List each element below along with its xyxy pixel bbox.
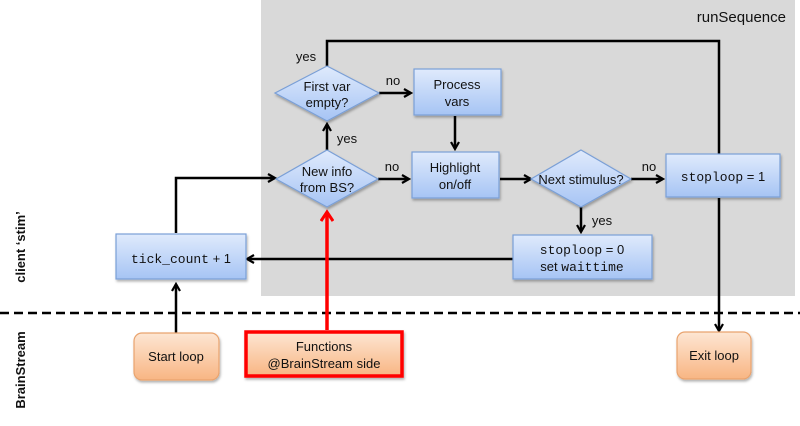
node-label: Functions: [296, 339, 353, 354]
node-label: tick_count + 1: [131, 251, 231, 267]
node-label: set waittime: [540, 259, 623, 275]
edge-label-no: no: [385, 159, 399, 174]
decision-new-info[interactable]: New info from BS?: [274, 149, 380, 208]
edge-first-var-yes: [325, 39, 719, 166]
node-label: First var: [304, 79, 352, 94]
decision-next-stimulus[interactable]: Next stimulus?: [529, 149, 633, 208]
node-label: Next stimulus?: [538, 172, 623, 187]
node-label: @BrainStream side: [268, 356, 381, 371]
edge-label-yes: yes: [592, 213, 613, 228]
node-label: Highlight: [430, 160, 481, 175]
node-label-rest: + 1: [209, 251, 231, 266]
node-label: Exit loop: [689, 348, 739, 363]
process-vars[interactable]: Process vars: [413, 68, 502, 116]
edge-label-no: no: [642, 159, 656, 174]
process-tick-count[interactable]: tick_count + 1: [115, 233, 247, 280]
edge-label-no: no: [386, 73, 400, 88]
terminal-exit-loop[interactable]: Exit loop: [676, 331, 752, 380]
node-label-rest: = 0: [602, 242, 624, 257]
process-stoploop-1[interactable]: stoploop = 1: [665, 153, 781, 198]
node-label: New info: [302, 164, 353, 179]
region-title: runSequence: [697, 9, 786, 26]
node-label: vars: [445, 94, 470, 109]
node-label: stoploop = 1: [681, 169, 765, 185]
node-label: Process: [434, 77, 481, 92]
lane-label-client: client ‘stim’: [13, 211, 28, 283]
code-token: stoploop: [540, 243, 602, 258]
terminal-start-loop[interactable]: Start loop: [133, 332, 220, 381]
code-token: waittime: [561, 260, 623, 275]
node-label: from BS?: [300, 180, 354, 195]
node-label: stoploop = 0: [540, 242, 624, 258]
code-token: stoploop: [681, 170, 743, 185]
lane-label-brainstream: BrainStream: [13, 331, 28, 408]
node-label: on/off: [439, 177, 472, 192]
node-label-rest: = 1: [743, 169, 765, 184]
edge-tick-to-new-info: [174, 178, 275, 233]
edge-label-yes: yes: [296, 49, 317, 64]
node-label: empty?: [306, 95, 349, 110]
decision-first-var-empty[interactable]: First var empty?: [273, 65, 381, 122]
terminal-functions-brainstream[interactable]: Functions @BrainStream side: [244, 330, 404, 378]
node-label: Start loop: [148, 349, 204, 364]
process-highlight[interactable]: Highlight on/off: [411, 151, 500, 199]
code-token: tick_count: [131, 252, 209, 267]
node-label-prefix: set: [540, 259, 561, 274]
edge-label-yes: yes: [337, 131, 358, 146]
process-stoploop-0[interactable]: stoploop = 0 set waittime: [512, 234, 653, 280]
